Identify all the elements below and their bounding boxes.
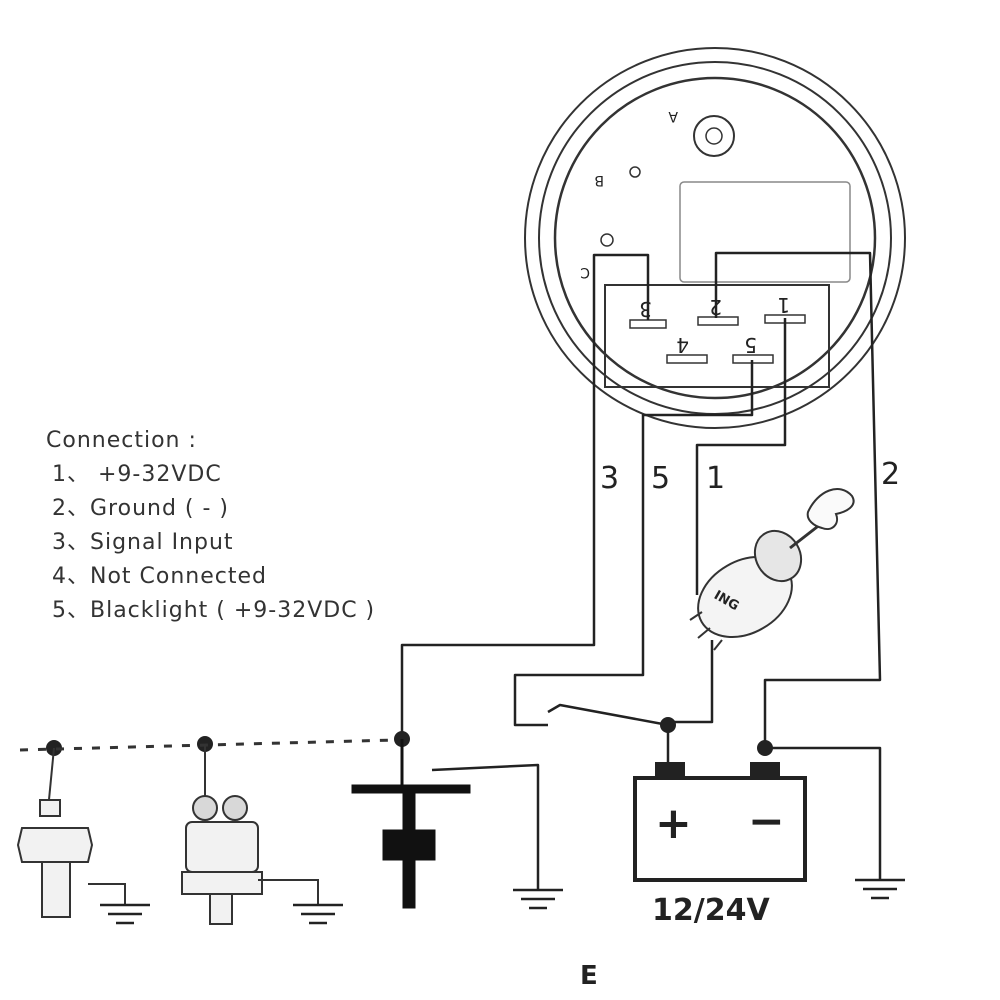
- bottom-label: E: [580, 961, 598, 991]
- temp-sensor-terminal: [39, 799, 61, 817]
- ignition-face: [753, 529, 803, 583]
- level-sender-float: [382, 829, 436, 861]
- wire-float-ground: [431, 763, 540, 890]
- wire-battery-minus-ground: [765, 746, 882, 880]
- legend-item-3: 3、Signal Input: [52, 530, 234, 555]
- gauge-bezel-ring: [538, 61, 892, 415]
- battery-body: [633, 776, 807, 882]
- battery-plus-sign: +: [655, 798, 692, 849]
- wire-label-1: 1: [706, 461, 725, 496]
- pressure-sensor: [181, 744, 319, 925]
- pressure-sensor-hex: [181, 871, 263, 895]
- pressure-sensor-terminal-right: [222, 795, 248, 821]
- ground-icon: [513, 888, 563, 910]
- pressure-sensor-ground-lead: [258, 879, 319, 905]
- wire-2: [714, 251, 882, 748]
- hole-label-a: A: [668, 108, 678, 124]
- ground-icon: [855, 878, 905, 900]
- connection-legend: Connection : 1、 +9-32VDC 2、Ground ( - ) …: [46, 424, 375, 628]
- level-sender: [351, 739, 471, 909]
- wire-ignition-out: [668, 640, 714, 724]
- temp-sensor-probe: [41, 861, 71, 918]
- gauge-bezel-outer: [524, 47, 906, 429]
- signal-bus-dashed: [19, 738, 396, 752]
- pin-slot-4: [666, 354, 708, 364]
- pin-label-3: 3: [639, 297, 652, 321]
- ignition-terminal-1: [689, 611, 703, 621]
- pin-slot-2: [697, 316, 739, 326]
- ignition-switch: [689, 488, 855, 651]
- switch-contact: [547, 703, 669, 727]
- display-window: [679, 181, 851, 283]
- wire-label-2: 2: [881, 457, 900, 492]
- temp-sensor-hex: [16, 827, 94, 863]
- wire-1: [695, 318, 787, 595]
- level-sender-flange: [351, 784, 471, 794]
- wire-label-3: 3: [600, 461, 619, 496]
- junction-battery-plus: [660, 717, 676, 733]
- battery-terminal-plus: [655, 762, 685, 778]
- mount-hole-c: [600, 233, 614, 247]
- battery: [633, 762, 807, 882]
- ground-symbols: [100, 878, 905, 925]
- temp-sensor-ground-lead: [88, 883, 126, 905]
- hole-label-c: C: [580, 264, 590, 280]
- ignition-terminal-3: [713, 639, 723, 651]
- junction-battery-minus: [757, 740, 773, 756]
- ground-icon: [100, 903, 150, 925]
- legend-item-4: 4、Not Connected: [52, 564, 267, 589]
- legend-item-2: 2、Ground ( - ): [52, 496, 230, 521]
- gauge-back-face: [553, 76, 877, 400]
- junction-dots: [46, 717, 773, 756]
- pin-label-5: 5: [744, 333, 757, 357]
- pin-label-1: 1: [777, 293, 790, 317]
- hole-label-b: B: [594, 172, 604, 188]
- wire-5: [513, 360, 754, 727]
- mount-hole-b: [629, 166, 641, 178]
- pin-label-4: 4: [676, 333, 689, 357]
- ground-icon: [293, 903, 343, 925]
- wire-label-5: 5: [651, 461, 670, 496]
- hand-icon: [806, 488, 855, 530]
- pressure-sensor-terminal-left: [192, 795, 218, 821]
- mount-hole-a-inner: [705, 127, 723, 145]
- battery-terminal-minus: [750, 762, 780, 778]
- gauge: [524, 47, 906, 429]
- legend-title: Connection :: [46, 428, 197, 453]
- battery-voltage: 12/24V: [652, 893, 770, 928]
- wires: [400, 251, 882, 890]
- battery-minus-sign: −: [748, 796, 785, 847]
- pressure-sensor-body: [185, 821, 259, 873]
- ignition-terminal-2: [697, 627, 711, 639]
- legend-item-5: 5、Blacklight ( +9-32VDC ): [52, 598, 376, 623]
- wire-3: [400, 253, 650, 740]
- mount-hole-a: [693, 115, 735, 157]
- pressure-sensor-thread: [209, 893, 233, 925]
- temperature-sensor: [16, 747, 126, 918]
- legend-item-1: 1、 +9-32VDC: [52, 462, 222, 487]
